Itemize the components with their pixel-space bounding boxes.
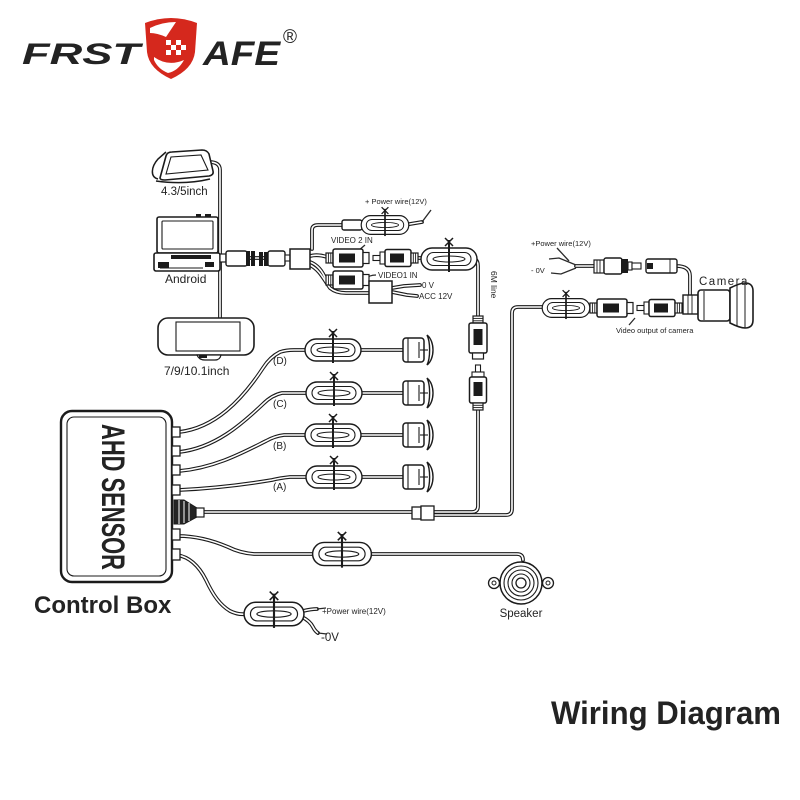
acc-12v-label: ACC 12V (419, 292, 453, 301)
zero-volt-label: 0 V (422, 281, 435, 290)
rca-female-camera (589, 298, 634, 318)
dc-jack-female (645, 258, 678, 274)
sensor-c-label: (C) (273, 399, 287, 410)
cable-coil-sensor-a (305, 455, 363, 491)
sensor-d (402, 334, 434, 366)
camera (682, 282, 754, 329)
leader-lines (316, 209, 636, 635)
cable-coil-sensor-d (304, 328, 362, 364)
cable-coil-speaker (311, 530, 373, 569)
camera-video-output-label: Video output of camera (616, 326, 694, 335)
cable-coil-camera-video (541, 289, 591, 320)
inline-connector (411, 505, 435, 521)
bottom-power-wire-label: +Power wire(12V) (322, 607, 386, 616)
rca-male-camera (636, 298, 683, 318)
monitor-small (151, 149, 214, 184)
cable-coil-video2 (420, 237, 478, 273)
camera-zero-volt-label: - 0V (531, 266, 545, 275)
dc-plug-male (593, 257, 642, 275)
camera-label: Camera (699, 276, 749, 288)
rca-female-video2 (325, 248, 370, 268)
speaker (487, 561, 555, 605)
ahd-sensor-label: AHD SENSOR (95, 424, 131, 570)
brand-text-left: FRST (22, 38, 144, 71)
registered-mark: ® (283, 27, 297, 48)
wire-paths (175, 160, 692, 635)
video2-in-label: VIDEO 2 IN (331, 236, 373, 245)
sensor-b-label: (B) (273, 441, 286, 452)
labels: 4.3/5inch Android 7/9/10.1inch + Power w… (34, 186, 749, 644)
control-box (59, 409, 205, 584)
video-adapter-chain (219, 248, 311, 270)
cable-coil-sensor-b (304, 413, 362, 449)
components (59, 149, 754, 629)
page-title: Wiring Diagram (551, 695, 781, 731)
monitor-android-label: Android (165, 272, 206, 286)
acc-adapter-box (368, 280, 393, 304)
sensor-c (402, 377, 434, 409)
wire-paths-core (176, 161, 691, 634)
cable-coil-power-top (360, 206, 410, 237)
rca-male-video2 (372, 248, 419, 268)
rca-female-6m-line (468, 315, 488, 360)
cable-coil-sensor-c (305, 371, 363, 407)
rca-male-6m-line (468, 364, 488, 411)
six-m-line-label: 6M line (489, 271, 499, 299)
sensor-b (402, 419, 434, 451)
cable-coil-power-bottom (242, 590, 306, 629)
main-video-plug (173, 499, 205, 525)
rca-female-video1 (325, 270, 370, 290)
logo-shield-icon (145, 18, 197, 79)
monitor-mirror (157, 317, 255, 361)
control-box-caption: Control Box (34, 592, 172, 619)
speaker-label: Speaker (500, 608, 543, 620)
bottom-zero-volt-label: -0V (321, 632, 339, 644)
monitor-small-label: 4.3/5inch (161, 186, 208, 198)
monitor-mirror-label: 7/9/10.1inch (164, 364, 229, 378)
video1-in-label: VIDEO1 IN (378, 271, 418, 280)
sensor-a-label: (A) (273, 482, 286, 493)
camera-power-wire-label: +Power wire(12V) (531, 239, 591, 248)
sensor-a (402, 461, 434, 493)
sensor-d-label: (D) (273, 356, 287, 367)
ferrite-bead (341, 219, 363, 231)
power-wire-top-label: + Power wire(12V) (365, 197, 427, 206)
brand-text-right: AFE (202, 35, 282, 73)
monitor-android (153, 214, 221, 272)
brand-logo: FRST AFE ® (22, 18, 297, 79)
